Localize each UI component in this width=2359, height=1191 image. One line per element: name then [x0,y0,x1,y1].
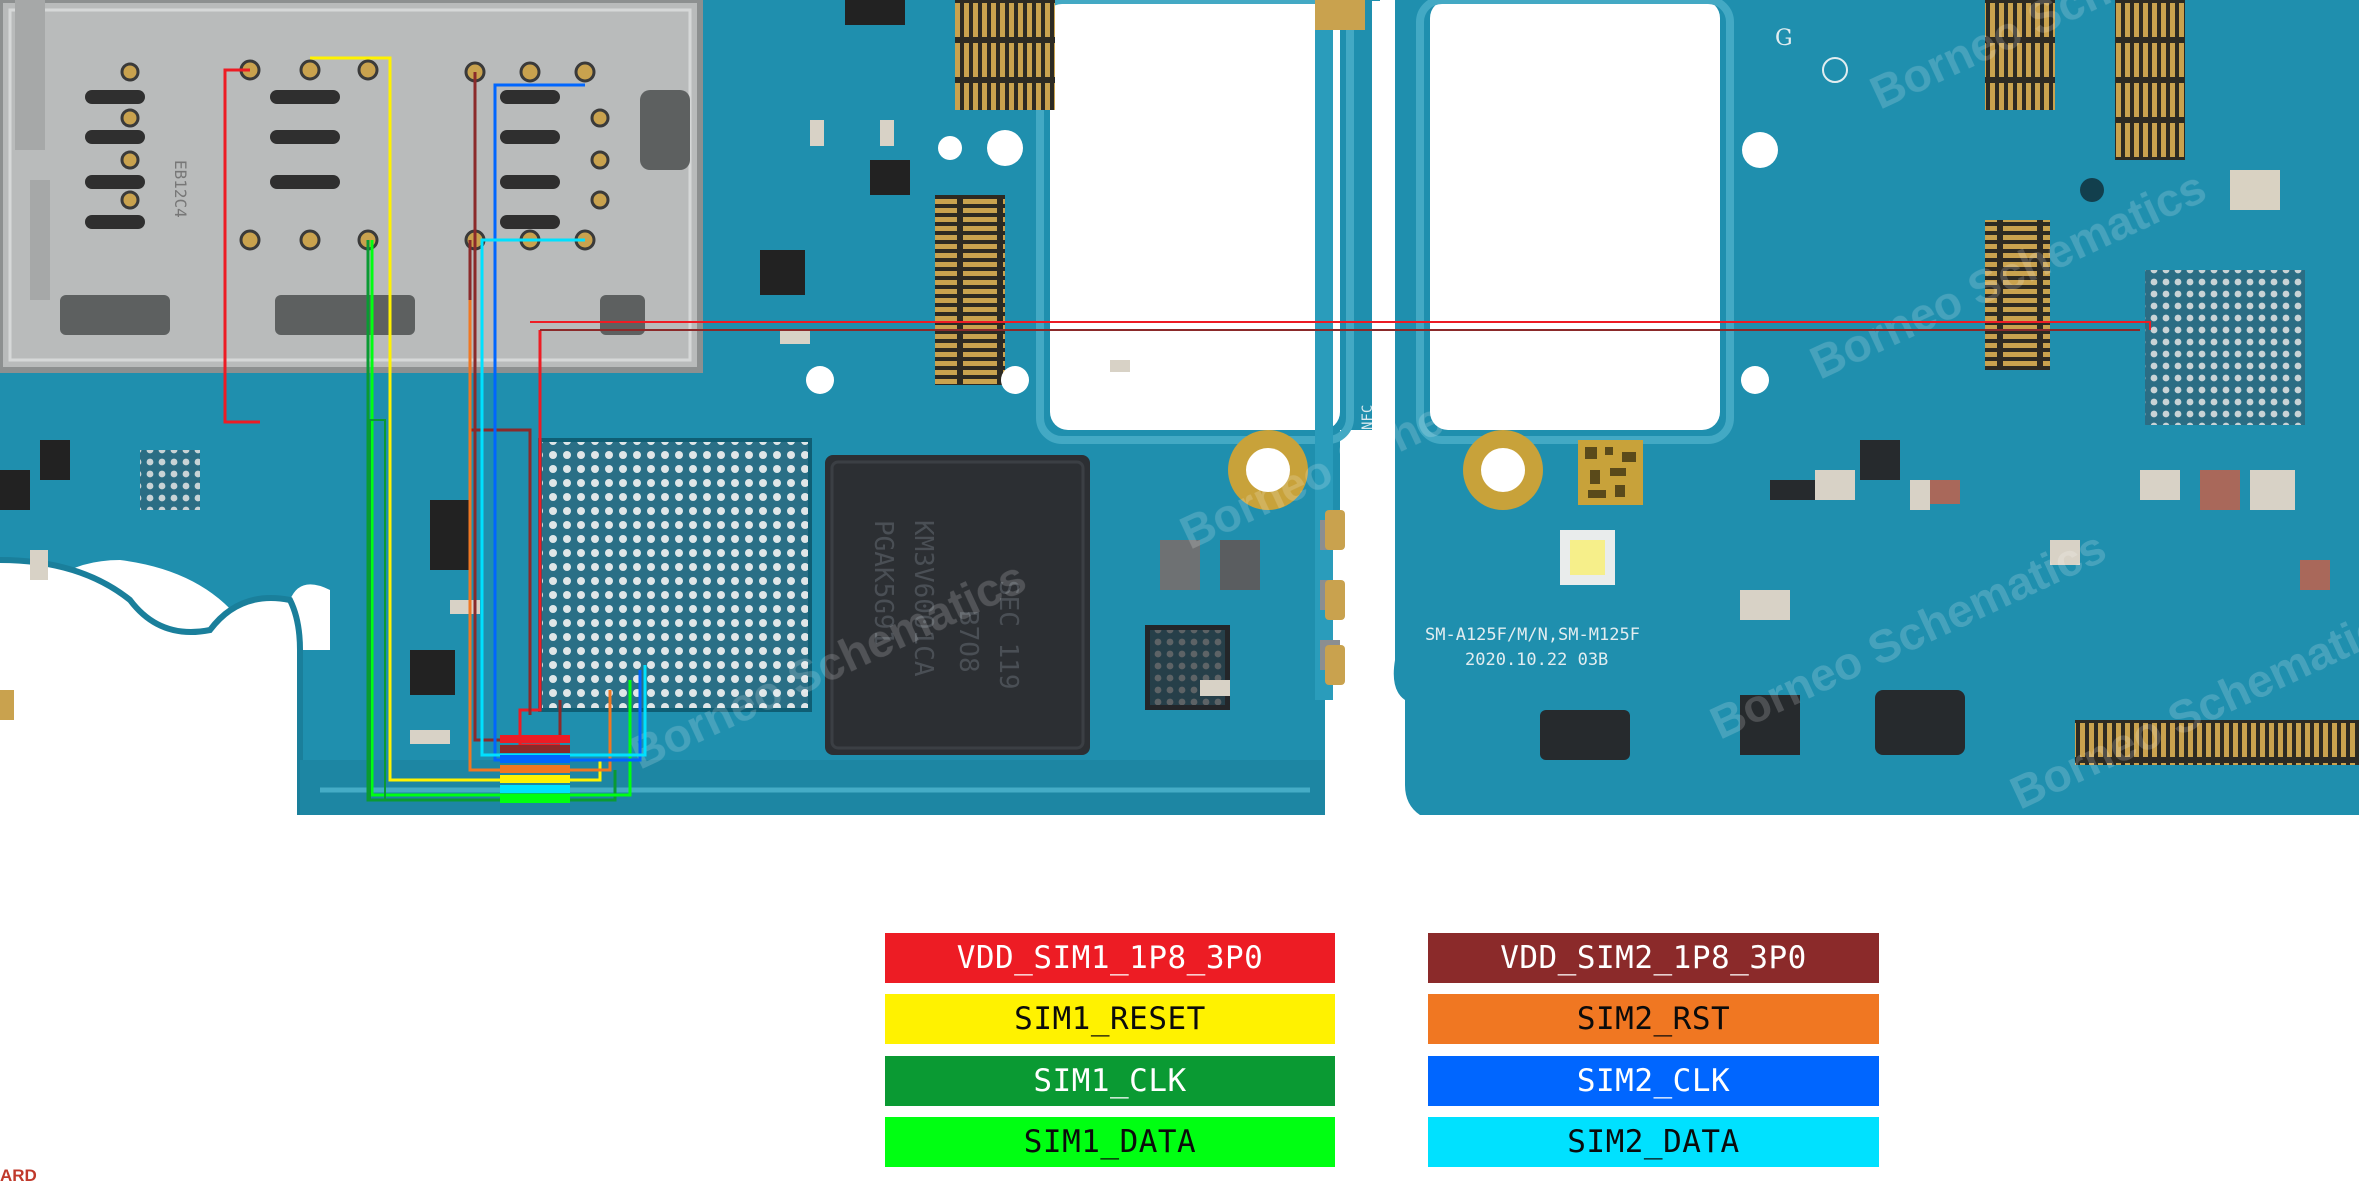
legend-vdd-sim2-label: VDD_SIM2_1P8_3P0 [1500,940,1807,976]
chip-text-1: SEC 119 [993,580,1023,690]
top-connector [955,0,1055,110]
legend-vdd-sim2: VDD_SIM2_1P8_3P0 [1428,933,1879,983]
memory-chip [825,455,1090,755]
legend-sim1-data: SIM1_DATA [885,1117,1335,1167]
legend-sim1-reset: SIM1_RESET [885,994,1335,1044]
legend-sim2-clk: SIM2_CLK [1428,1056,1879,1106]
left-cutout [1050,0,1340,430]
legend-vdd-sim1-label: VDD_SIM1_1P8_3P0 [956,940,1264,976]
right-bga [2145,270,2305,425]
corner-label: ARD [0,1166,37,1185]
legend-sim2-data-label: SIM2_DATA [1567,1124,1740,1160]
left-board: EB12C4 SEC 119 B7O8 KM3V6001CA PGAK5G91 [0,0,1380,830]
chip-text-2: B7O8 [953,610,983,673]
legend-sim2-data: SIM2_DATA [1428,1117,1879,1167]
legend-sim1-reset-label: SIM1_RESET [1014,1001,1206,1037]
right-board: SM-A125F/M/N,SM-M125F 2020.10.22 03B G [1392,0,2359,815]
chip-text-4: PGAK5G91 [868,520,898,645]
legend-sim2-rst: SIM2_RST [1428,994,1879,1044]
model-silk: SM-A125F/M/N,SM-M125F [1425,625,1640,645]
svg-text:G: G [1775,26,1793,51]
legend-sim1-clk: SIM1_CLK [885,1056,1335,1106]
legend-sim1-clk-label: SIM1_CLK [1033,1063,1187,1099]
svg-text:EB12C4: EB12C4 [171,160,190,218]
soc-bga [540,440,810,710]
trace-label-stack [500,735,570,803]
legend-sim1-data-label: SIM1_DATA [1023,1124,1197,1160]
mid-connector [935,195,1005,385]
legend-sim2-clk-label: SIM2_CLK [1576,1063,1731,1099]
date-silk: 2020.10.22 03B [1465,650,1608,670]
legend-vdd-sim1: VDD_SIM1_1P8_3P0 [885,933,1335,983]
chip-text-3: KM3V6001CA [908,520,938,677]
pcb-diagram: EB12C4 SEC 119 B7O8 KM3V6001CA PGAK5G91 [0,0,2359,830]
legend-sim2-rst-label: SIM2_RST [1576,1001,1731,1037]
nfc-silk: NFC [1360,405,1376,430]
